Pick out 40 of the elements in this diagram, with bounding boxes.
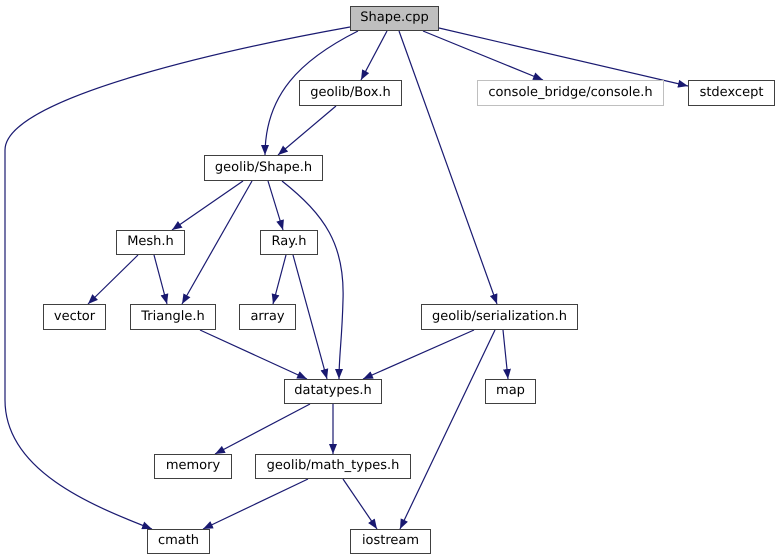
arrow <box>202 478 308 530</box>
arrow <box>172 180 244 230</box>
arrow <box>360 30 388 80</box>
file-node: Ray.h <box>260 230 318 255</box>
arrow <box>329 404 337 454</box>
arrow <box>438 27 688 88</box>
arrow <box>181 180 253 304</box>
arrow <box>200 329 308 380</box>
file-node: memory <box>154 454 232 479</box>
file-node: geolib/math_types.h <box>255 454 411 479</box>
arrow <box>362 329 474 380</box>
file-node: vector <box>43 304 106 330</box>
file-node: Triangle.h <box>130 304 216 330</box>
arrow <box>282 180 344 379</box>
arrow <box>342 478 378 530</box>
file-node: stdexcept <box>688 80 775 106</box>
arrow <box>262 30 358 156</box>
file-node: Mesh.h <box>116 230 185 255</box>
file-node: map <box>485 379 536 404</box>
file-node: geolib/Box.h <box>299 80 402 106</box>
source-file-node: Shape.cpp <box>350 6 439 31</box>
arrow <box>502 330 511 380</box>
arrow <box>88 254 138 304</box>
file-node: array <box>239 304 296 330</box>
arrow <box>292 254 328 380</box>
file-node: datatypes.h <box>284 379 382 404</box>
file-node: geolib/Shape.h <box>204 155 323 181</box>
arrow <box>153 254 168 304</box>
file-node: cmath <box>147 529 210 554</box>
arrow <box>4 26 350 530</box>
file-node: iostream <box>350 529 431 554</box>
arrow <box>214 403 310 455</box>
arrow <box>399 330 496 530</box>
arrow <box>422 30 544 81</box>
arrow <box>278 106 336 156</box>
arrow <box>272 254 287 304</box>
arrow <box>398 30 498 304</box>
arrow <box>267 180 284 230</box>
file-node: console_bridge/console.h <box>477 80 664 106</box>
file-node: geolib/serialization.h <box>421 304 578 330</box>
